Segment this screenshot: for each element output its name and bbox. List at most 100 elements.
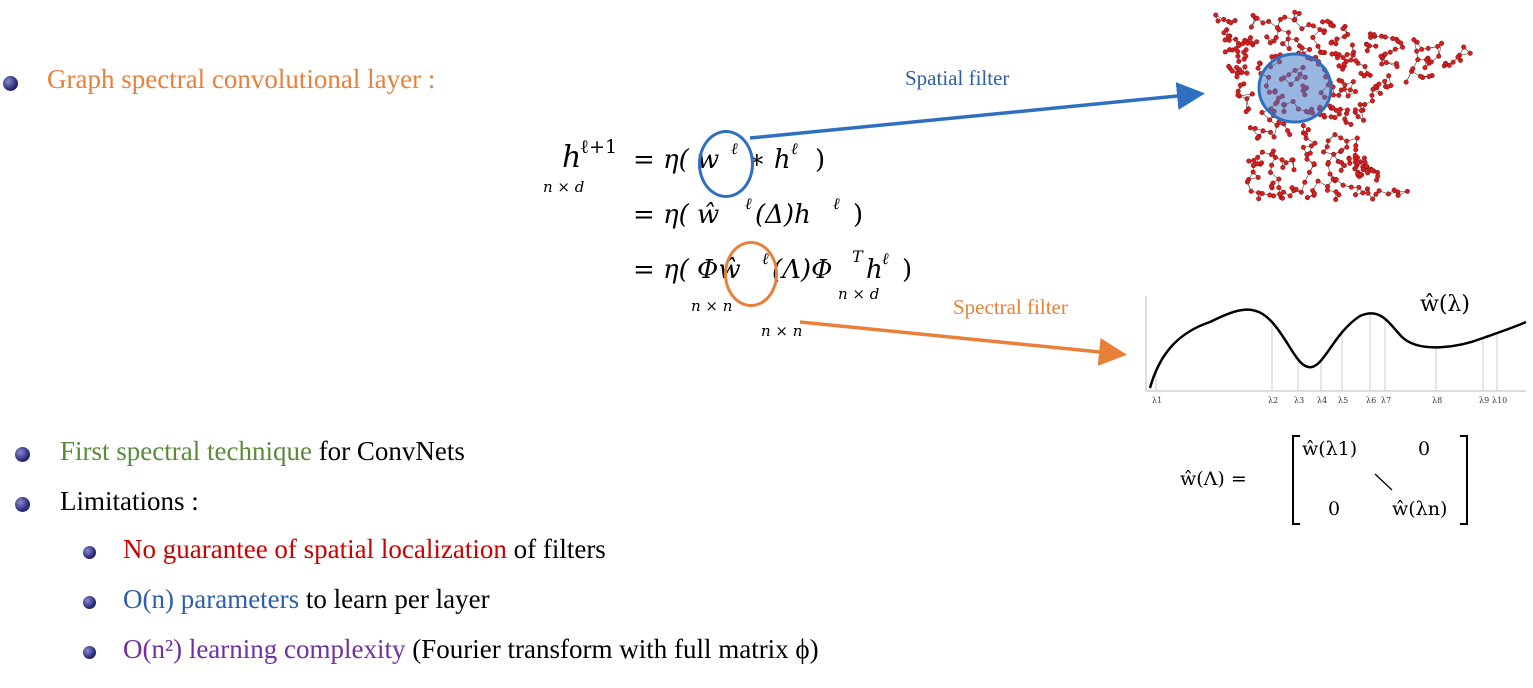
graph-node [1334,55,1340,61]
graph-node [1346,156,1352,162]
spatial-highlight-circle [698,130,754,198]
graph-node [1221,30,1227,36]
highlight-text: O(n²) learning complexity [123,634,406,664]
graph-node [1320,19,1326,25]
graph-node [1324,144,1330,150]
graph-node [1365,170,1371,176]
graph-node [1243,47,1249,53]
graph-node [1348,184,1354,190]
graph-node [1426,73,1432,79]
graph-node [1349,42,1355,48]
lambda-label: λ5 [1338,396,1349,405]
graph-node [1286,46,1292,52]
graph-node [1293,186,1299,192]
spatial-filter-label: Spatial filter [905,66,1010,90]
graph-node [1244,70,1250,76]
spectral-arrow [799,320,1127,366]
graph-node [1385,191,1391,197]
graph-node [1354,135,1360,141]
plain-text: to learn per layer [299,584,490,614]
graph-node [1255,65,1261,71]
graph-node [1256,196,1262,202]
graph-node [1336,63,1342,69]
highlight-text: No guarantee of spatial localization [123,534,507,564]
graph-node [1387,49,1393,55]
graph-node [1333,189,1339,195]
highlight-text: O(n) parameters [123,584,300,614]
graph-node [1340,182,1346,188]
graph-node [1280,164,1286,170]
graph-node [1347,87,1353,93]
lambda-label: λ6 [1366,396,1377,405]
matrix-bottom-right: ŵ(λn) [1392,498,1448,520]
graph-node [1370,196,1376,202]
graph-node [1292,9,1298,15]
spectral-filter-label: Spectral filter [953,295,1068,319]
graph-node [1337,106,1343,112]
eq-line3-rest: (Λ)Φ [772,255,833,285]
graph-node [1341,86,1347,92]
graph-node [1423,57,1429,63]
graph-node [1364,186,1370,192]
graph-node [1435,43,1441,49]
lambda-label: λ4 [1317,396,1328,405]
eq-line1-close: ) [815,145,826,175]
graph-node [1394,64,1400,70]
graph-node [1340,55,1346,61]
graph-node [1367,31,1373,37]
graph-node [1285,128,1291,134]
matrix-bottom-left: 0 [1328,498,1341,520]
graph-node [1355,160,1361,166]
graph-node [1377,90,1383,96]
graph-node [1259,160,1265,166]
graph-node [1317,27,1323,33]
graph-node [1242,37,1248,43]
graph-node [1365,190,1371,196]
graph-node [1425,45,1431,51]
lambda-label: λ8 [1432,396,1443,405]
graph-node [1234,64,1240,70]
graph-node [1254,39,1260,45]
graph-node [1306,22,1312,28]
limitation-parameters: O(n) parameters to learn per layer [123,584,490,615]
graph-node [1228,20,1234,26]
graph-node [1364,48,1370,54]
graph-node [1304,156,1310,162]
graph-node [1353,58,1359,64]
lambda-drop-lines [1155,312,1498,391]
graph-node [1357,102,1363,108]
graph-node [1248,40,1254,46]
graph-node [1255,154,1261,160]
graph-node [1269,162,1275,168]
graph-node [1252,125,1258,131]
graph-node [1353,147,1359,153]
graph-node [1247,125,1253,131]
graph-node [1285,36,1291,42]
bullet-icon [83,546,96,559]
eq-sub-phi: n × n [691,297,733,315]
eq-line2-sup: ℓ [745,194,752,213]
lambda-label: λ2 [1268,396,1279,405]
graph-node [1361,73,1367,79]
graph-node [1348,57,1354,63]
graph-node [1360,190,1366,196]
lambda-label: λ7 [1381,396,1392,405]
graph-node [1461,44,1467,50]
graph-node [1358,70,1364,76]
graph-node [1222,49,1228,55]
graph-node [1348,121,1354,127]
graph-node [1269,54,1275,60]
graph-node [1235,92,1241,98]
graph-node [1312,140,1318,146]
graph-node [1428,59,1434,65]
graph-node [1398,40,1404,46]
graph-node [1467,50,1473,56]
graph-node [1283,160,1289,166]
graph-node [1414,39,1420,45]
graph-node [1270,148,1276,154]
eq-lhs-sub: n × d [543,178,585,196]
limitation-complexity: O(n²) learning complexity (Fourier trans… [123,634,819,665]
graph-node [1382,51,1388,57]
graph-node [1246,158,1252,164]
graph-node [1248,188,1254,194]
